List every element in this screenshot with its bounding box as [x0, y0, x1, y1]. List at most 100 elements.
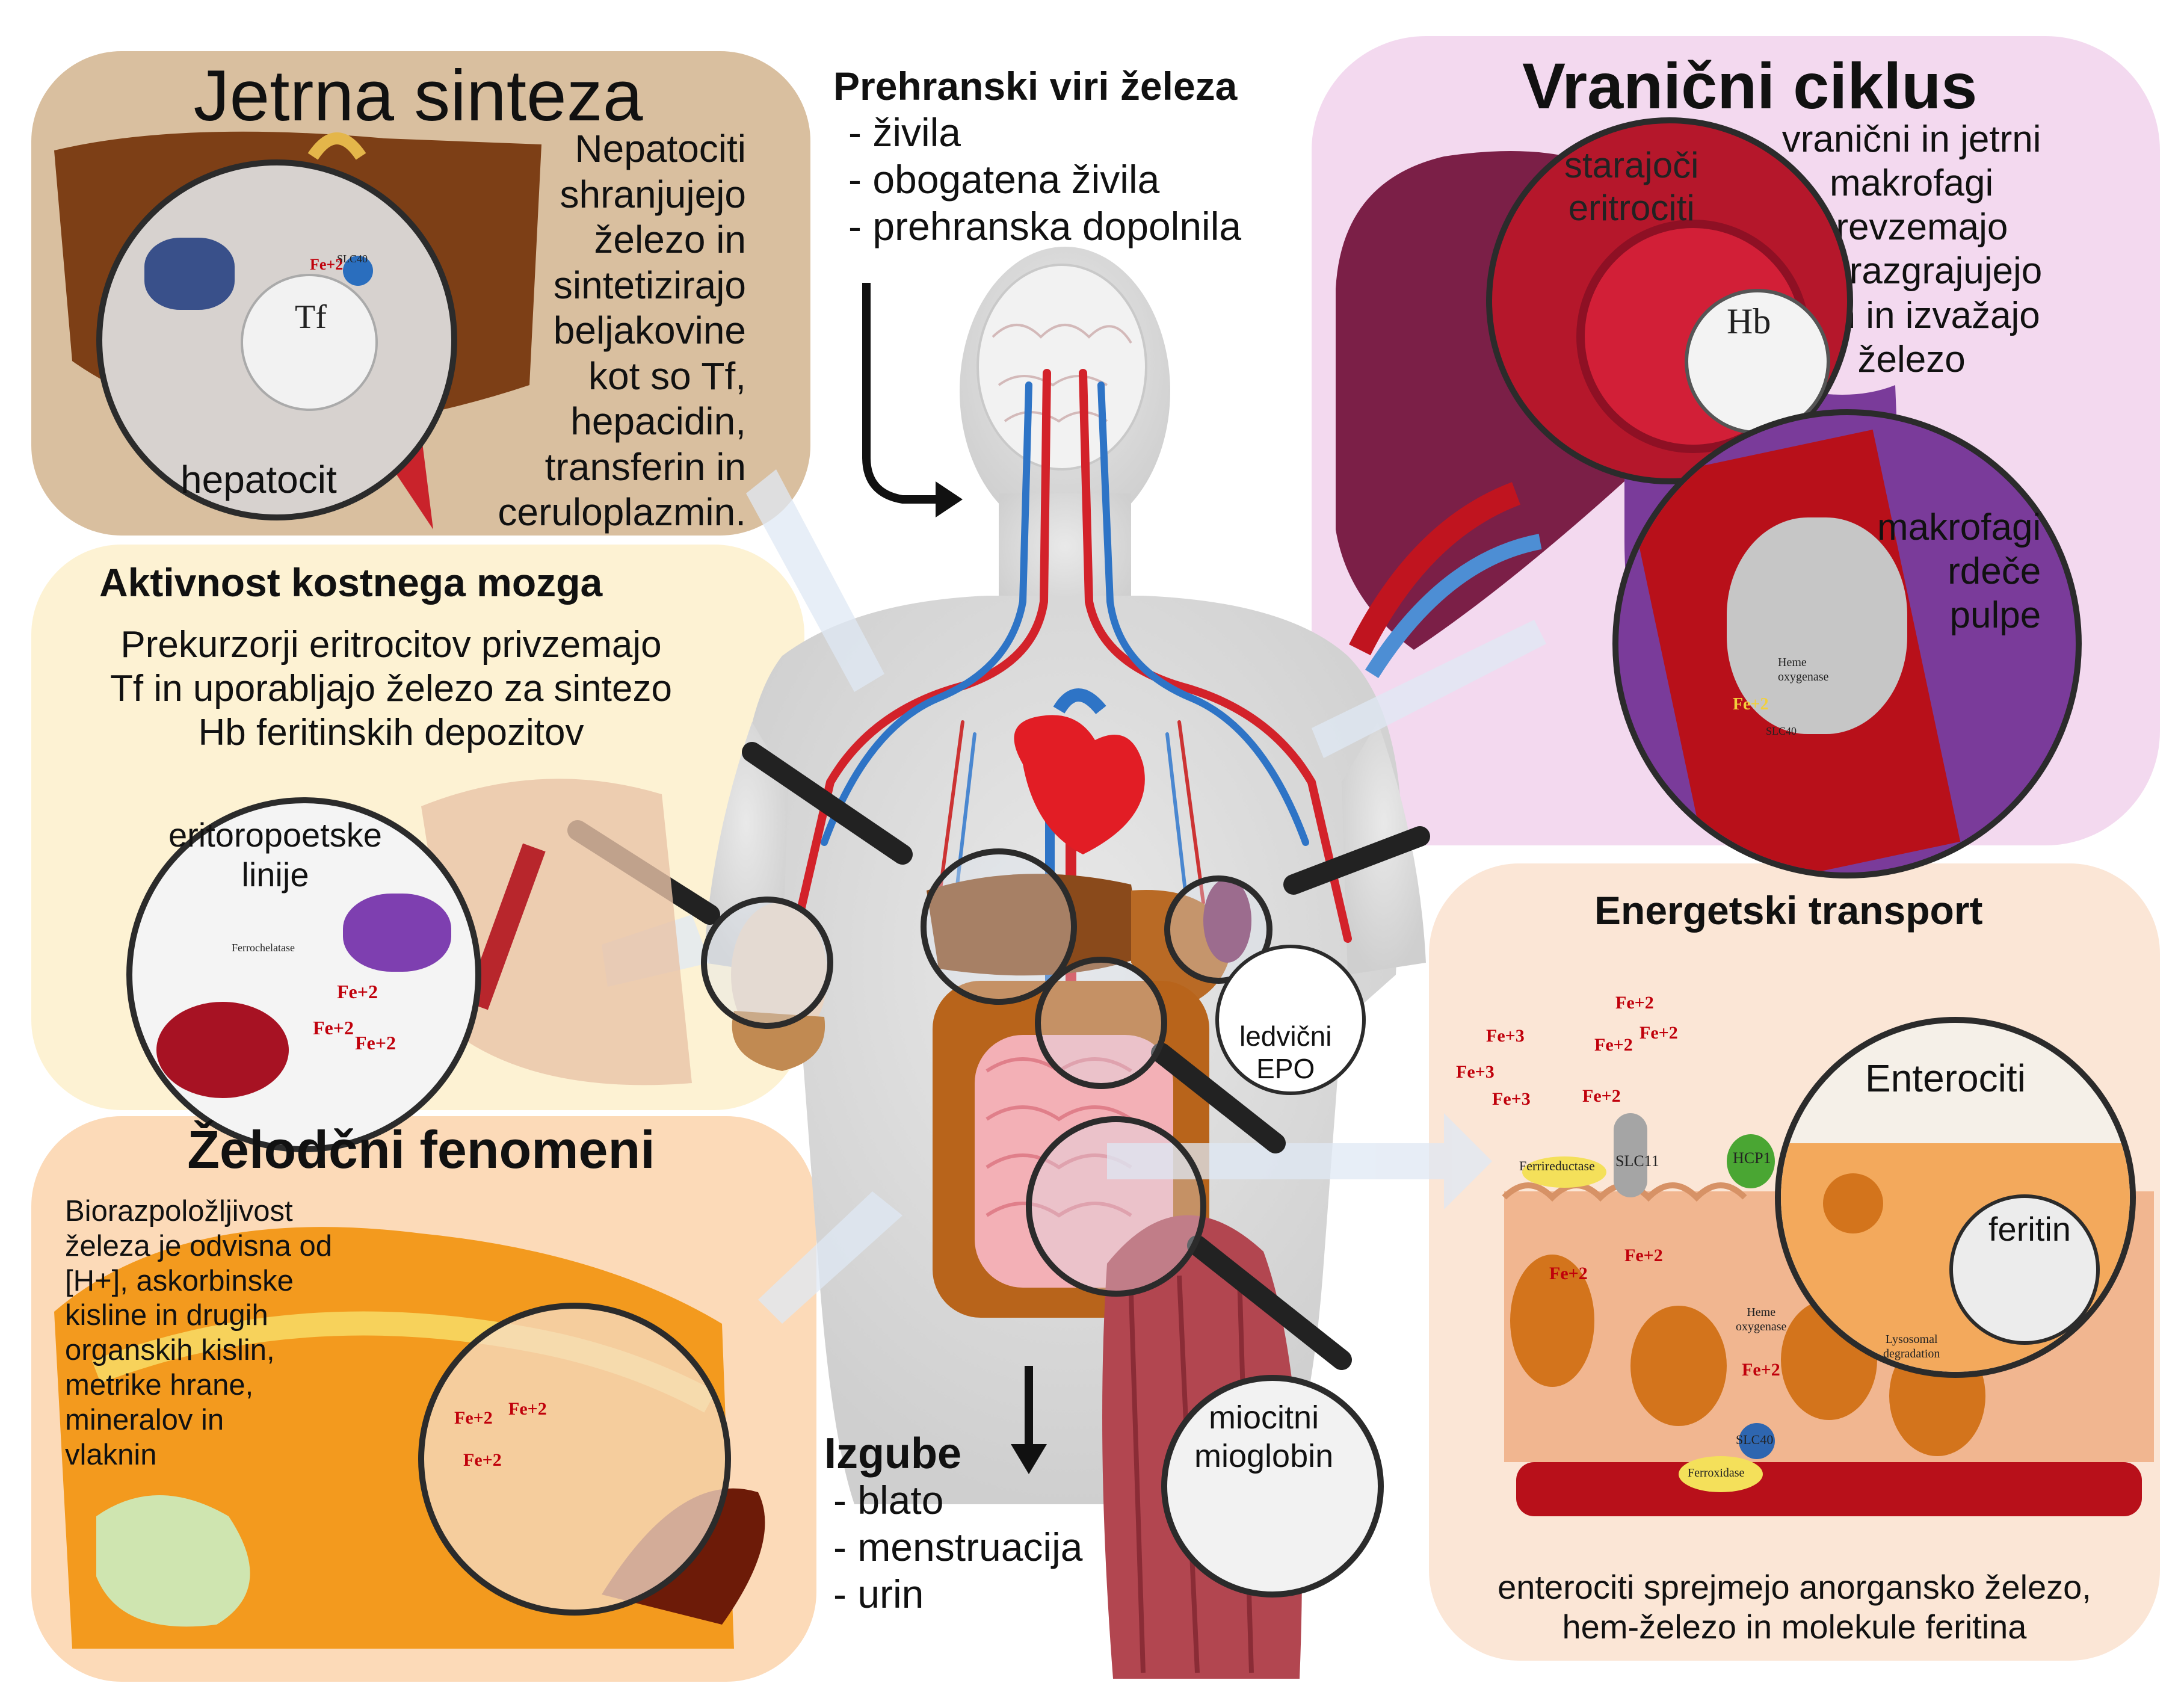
transport-fe2-label: Fe+2: [1615, 993, 1654, 1013]
stomach-magnifier-circle: [418, 1303, 731, 1616]
liver-body-line: beljakovine: [553, 309, 746, 353]
red-pulp-macrophage-circle: [1612, 409, 2082, 878]
slc40-label: SLC40: [1736, 1432, 1774, 1447]
stomach-body-line: vlaknin: [65, 1438, 157, 1471]
red-pulp-macrophage-line: rdeče: [1948, 551, 2041, 593]
hepatocyte-nucleus: [241, 274, 378, 411]
liver-body-line: hepacidin,: [570, 400, 746, 443]
stomach-body-line: mineralov in: [65, 1403, 224, 1436]
slc40-transporter-icon: [343, 256, 373, 286]
stomach-magnifier: [1035, 957, 1167, 1089]
erythrocyte-disc: [156, 1002, 289, 1098]
stomach-title: Želodčni fenomeni: [187, 1120, 655, 1179]
bone-fe-label: Fe+2: [355, 1032, 396, 1054]
aging-erythrocytes-line: eritrociti: [1568, 187, 1695, 228]
liver-magnifier-circle: [96, 159, 457, 520]
lysosomal-line: degradation: [1883, 1347, 1940, 1360]
losses-item: - blato: [833, 1478, 944, 1522]
kidney-epo-circle: [1215, 945, 1366, 1095]
heart: [1014, 715, 1145, 854]
bone-body: Prekurzorji eritrocitov privzemajo Tf in…: [36, 623, 746, 755]
bone-magnifier: [701, 897, 833, 1029]
brain: [976, 264, 1147, 471]
transport-fe3-label: Fe+3: [1486, 1026, 1525, 1046]
myoglobin-label: miocitni mioglobin: [1194, 1399, 1333, 1475]
liver-circle-label: hepatocit: [180, 458, 337, 501]
macrophage-cell: [1727, 517, 1907, 734]
ferritin-label: feritin: [1988, 1210, 2071, 1248]
diet-item: - prehranska dopolnila: [848, 203, 1242, 249]
erythropoietic-label: eritoropoetske linije: [168, 815, 382, 895]
erythroblast-cell: [343, 894, 451, 972]
transport-fe2-label: Fe+2: [1594, 1035, 1633, 1055]
ferrireductase-label: Ferrireductase: [1519, 1158, 1595, 1173]
stomach-body-line: metrike hrane,: [65, 1369, 254, 1402]
ferritin-circle: [1949, 1194, 2100, 1345]
slc11-label: SLC11: [1615, 1152, 1659, 1170]
transport-fe2-label: Fe+2: [1624, 1246, 1663, 1265]
transport-fe3-label: Fe+3: [1492, 1089, 1531, 1109]
transport-caption: enterociti sprejmejo anorgansko železo, …: [1429, 1567, 2160, 1647]
stomach-fe-label: Fe+2: [463, 1450, 502, 1470]
liver-body-line: sintetizirajo: [553, 263, 746, 307]
stomach-fe-label: Fe+2: [454, 1408, 493, 1428]
connector-arrows: [602, 469, 1546, 1324]
kidney-epo-line: ledvični: [1239, 1020, 1332, 1052]
diet-item: - živila: [848, 110, 961, 155]
lysosomal-line: Lysosomal: [1885, 1333, 1938, 1346]
stomach-body-line: železa je odvisna od: [65, 1229, 333, 1262]
red-pulp-macrophage-label: makrofagi rdeče pulpe: [1877, 505, 2041, 637]
spleen-slc-label: SLC40: [1766, 725, 1797, 737]
transport-fe2-label: Fe+2: [1742, 1360, 1780, 1380]
spleen-body-line: železo: [1857, 338, 1966, 380]
ferrochelatase-label: Ferrochelatase: [232, 942, 295, 954]
stomach-body-line: organskih kislin,: [65, 1334, 275, 1367]
transport-heme-oxygenase-label: Heme oxygenase: [1736, 1306, 1786, 1334]
spleen-fe-label: Fe+2: [1733, 695, 1769, 714]
erythropoietic-line: linije: [241, 856, 309, 894]
kidney-epo-line: EPO: [1256, 1053, 1315, 1085]
stomach-body: Biorazpoložljivost železa je odvisna od …: [65, 1194, 332, 1473]
transport-fe2-label: Fe+2: [1549, 1264, 1588, 1283]
spleen-body-line: vranični in jetrni: [1781, 119, 2041, 160]
losses-item: - menstruacija: [833, 1524, 1083, 1569]
transport-fe2-label: Fe+2: [1582, 1086, 1621, 1106]
liver-body-line: kot so Tf,: [588, 354, 746, 398]
losses-list: - blato - menstruacija - urin: [833, 1477, 1082, 1618]
transport-title: Energetski transport: [1594, 888, 1983, 933]
stomach-body-line: Biorazpoložljivost: [65, 1195, 293, 1227]
losses-item: - urin: [833, 1571, 924, 1616]
enterocyte-nucleus: [1823, 1173, 1883, 1233]
liver-body-line: železo in: [594, 218, 746, 262]
stomach-body-line: [H+], askorbinske: [65, 1264, 294, 1297]
losses-title: Izgube: [824, 1430, 961, 1478]
enterocytes-label: Enterociti: [1865, 1057, 2026, 1100]
diet-list: - živila - obogatena živila - prehranska…: [848, 110, 1241, 250]
myoglobin-line: mioglobin: [1194, 1437, 1334, 1474]
transport-heme-oxygenase-line: Heme: [1747, 1306, 1776, 1319]
hcp1-label: HCP1: [1733, 1149, 1771, 1167]
myoglobin-line: miocitni: [1209, 1400, 1319, 1436]
transport-heme-oxygenase-line: oxygenase: [1736, 1320, 1787, 1333]
enterocytes-circle: [1775, 1017, 2136, 1378]
spleen-heme-oxygenase-line: oxygenase: [1778, 670, 1829, 684]
liver-body-line: ceruloplazmin.: [498, 490, 746, 534]
spleen-heme-oxygenase-label: Heme oxygenase: [1778, 656, 1828, 684]
spleen-body-line: makrofagi: [1830, 162, 1994, 205]
hb-label: Hb: [1727, 301, 1771, 341]
liver-body-line: shranjujejo: [560, 172, 746, 216]
bone-body-line: Hb feritinskih depozitov: [198, 712, 584, 754]
diet-item: - obogatena živila: [848, 156, 1160, 202]
aging-erythrocytes-line: starajoči: [1564, 145, 1699, 185]
liver-body: Nepatociti shranjujejo železo in sinteti…: [498, 126, 746, 536]
lysosomal-label: Lysosomal degradation: [1883, 1333, 1940, 1361]
erythropoietic-line: eritoropoetske: [168, 816, 382, 854]
ferroxidase-label: Ferroxidase: [1688, 1466, 1745, 1480]
spleen-body-line: prevzemajo: [1815, 206, 2008, 249]
bone-fe-label: Fe+2: [337, 981, 378, 1002]
bone-body-line: Tf in uporabljajo železo za sintezo: [110, 668, 672, 710]
spleen-title: Vranični ciklus: [1522, 49, 1978, 122]
liver-title: Jetrna sinteza: [193, 55, 643, 136]
liver-fe-label: Fe+2: [310, 256, 344, 273]
bone-body-line: Prekurzorji eritrocitov privzemajo: [120, 624, 662, 665]
